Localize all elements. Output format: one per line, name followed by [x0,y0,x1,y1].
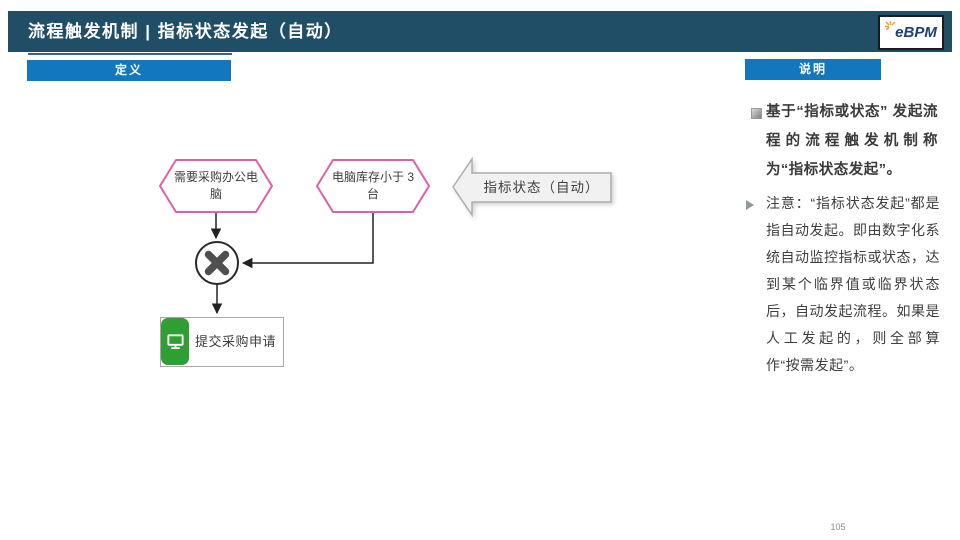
tab-explanation[interactable]: 说明 [745,59,881,80]
note-remark: 注意：“指标状态发起”都是指自动发起。即由数字化系统自动监控指标或状态，达到某个… [766,195,940,373]
hexagon-1-label: 需要采购办公电脑 [173,170,258,201]
hexagon-event-2 [316,159,430,213]
callout-label: 指标状态（自动） [483,180,600,195]
task-box: 提交采购申请 [160,317,284,367]
header-bar: 流程触发机制 | 指标状态发起（自动） eBPM [8,11,952,52]
logo-text: eBPM [895,24,937,41]
page-number: 105 [830,522,846,532]
hexagon-2-label: 电脑库存小于 3 台 [331,170,414,201]
arrow-bullet-icon [746,200,754,210]
hexagon-event-1 [159,159,273,213]
tab-definition[interactable]: 定义 [27,60,231,81]
header-underline [28,53,232,55]
callout-arrow [452,156,612,218]
connector-hex2-to-gateway [241,213,374,269]
task-label: 提交采购申请 [195,334,277,349]
note-definition: 基于“指标或状态” 发起流程的流程触发机制称为“指标状态发起”。 [766,104,938,178]
xor-gateway-icon [204,250,230,276]
bpm-logo: eBPM [878,15,944,50]
task-green-tab [161,318,189,365]
monitor-icon [166,334,184,350]
logo-burst-icon [885,21,896,30]
page-title: 流程触发机制 | 指标状态发起（自动） [28,22,343,41]
square-bullet-icon [751,108,762,119]
